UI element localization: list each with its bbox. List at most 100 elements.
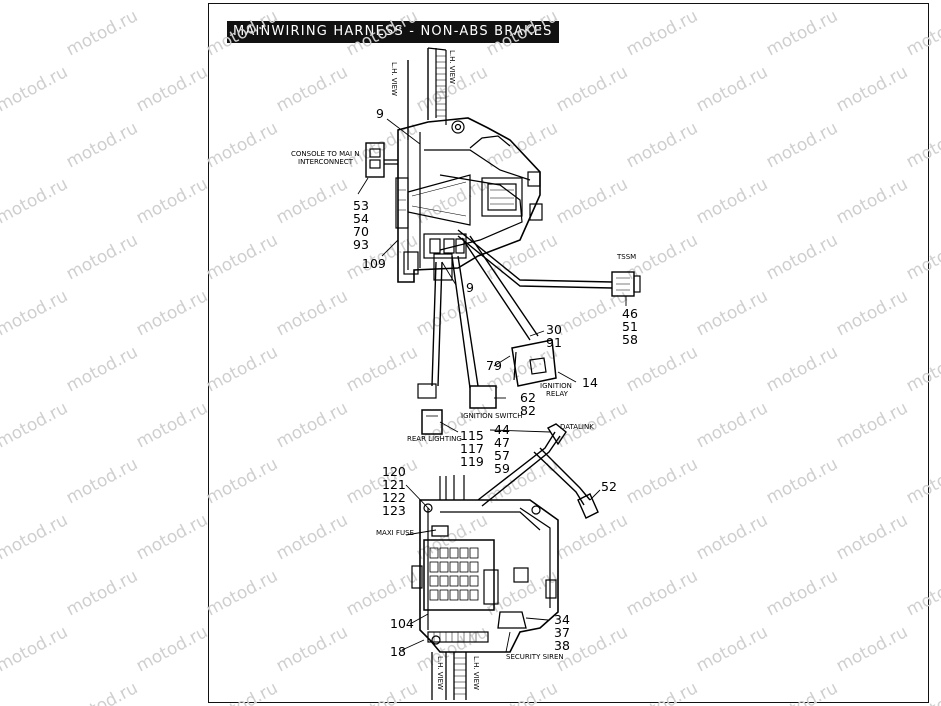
watermark-text: motod.ru	[553, 0, 631, 4]
watermark-text: motod.ru	[693, 510, 771, 564]
watermark-text: motod.ru	[273, 62, 351, 116]
watermark-text: motod.ru	[553, 62, 631, 116]
watermark-text: motod.ru	[133, 62, 211, 116]
watermark-text: motod.ru	[483, 6, 561, 60]
label-maxi-fuse: MAXI FUSE	[376, 529, 414, 537]
watermark-text: motod.ru	[273, 174, 351, 228]
label-frame-tag-bottom-right: L.H. VIEW	[472, 656, 480, 690]
watermark-text: motod.ru	[0, 342, 1, 396]
watermark-text: motod.ru	[623, 118, 701, 172]
watermark-text: motod.ru	[63, 678, 141, 706]
callout-62: 62	[520, 390, 536, 405]
watermark-text: motod.ru	[203, 118, 281, 172]
callout-117: 117	[460, 441, 484, 456]
watermark-text: motod.ru	[133, 622, 211, 676]
watermark-text: motod.ru	[413, 286, 491, 340]
watermark-text: motod.ru	[903, 342, 941, 396]
watermark-text: motod.ru	[273, 286, 351, 340]
label-datalink: DATALINK	[560, 423, 594, 431]
watermark-text: motod.ru	[623, 6, 701, 60]
callout-121: 121	[382, 477, 406, 492]
callout-93: 93	[353, 237, 369, 252]
watermark-text: motod.ru	[763, 230, 841, 284]
watermark-text: motod.ru	[0, 118, 1, 172]
watermark-text: motod.ru	[903, 230, 941, 284]
watermark-text: motod.ru	[63, 118, 141, 172]
watermark-text: motod.ru	[63, 342, 141, 396]
watermark-text: motod.ru	[623, 454, 701, 508]
watermark-text: motod.ru	[0, 286, 71, 340]
callout-58: 58	[622, 332, 638, 347]
callout-51: 51	[622, 319, 638, 334]
label-rear-lighting: REAR LIGHTING	[407, 435, 462, 443]
label-ignition-switch: IGNITION SWITCH	[461, 412, 523, 420]
watermark-text: motod.ru	[0, 62, 71, 116]
watermark-text: motod.ru	[623, 566, 701, 620]
callout-120: 120	[382, 464, 406, 479]
watermark-text: motod.ru	[203, 678, 281, 706]
callout-numbers: 9 53 54 70 93 109 9 46 51 58 30 91 79 14…	[353, 106, 638, 659]
callout-123: 123	[382, 503, 406, 518]
label-ignition-relay-line1: IGNITION	[540, 382, 572, 390]
watermark-text: motod.ru	[0, 510, 71, 564]
callout-53: 53	[353, 198, 369, 213]
callout-122: 122	[382, 490, 406, 505]
watermark-text: motod.ru	[833, 510, 911, 564]
label-ignition-relay-line2: RELAY	[546, 390, 569, 398]
watermark-text: motod.ru	[203, 454, 281, 508]
watermark-text: motod.ru	[0, 566, 1, 620]
callout-104: 104	[390, 616, 414, 631]
watermark-text: motod.ru	[203, 342, 281, 396]
watermark-text: motod.ru	[63, 230, 141, 284]
watermark-text: motod.ru	[903, 678, 941, 706]
watermark-text: motod.ru	[0, 398, 71, 452]
callout-119: 119	[460, 454, 484, 469]
watermark-text: motod.ru	[833, 174, 911, 228]
watermark-text: motod.ru	[693, 286, 771, 340]
watermark-text: motod.ru	[833, 622, 911, 676]
callout-9-bottom: 9	[466, 280, 474, 295]
callout-54: 54	[353, 211, 369, 226]
callout-109: 109	[362, 256, 386, 271]
watermark-text: motod.ru	[833, 398, 911, 452]
callout-82: 82	[520, 403, 536, 418]
watermark-text: motod.ru	[623, 678, 701, 706]
watermark-text: motod.ru	[63, 454, 141, 508]
watermark-text: motod.ru	[693, 174, 771, 228]
watermark-text: motod.ru	[0, 0, 71, 4]
watermark-text: motod.ru	[343, 566, 421, 620]
watermark-text: motod.ru	[0, 174, 71, 228]
label-tssm: TSSM	[616, 253, 636, 261]
watermark-text: motod.ru	[413, 174, 491, 228]
watermark-text: motod.ru	[903, 6, 941, 60]
callout-38: 38	[554, 638, 570, 653]
label-frame-tag-top-right: L.H. VIEW	[448, 50, 456, 84]
callout-91: 91	[546, 335, 562, 350]
callout-57: 57	[494, 448, 510, 463]
watermark-text: motod.ru	[483, 230, 561, 284]
watermark-text: motod.ru	[343, 342, 421, 396]
callout-47: 47	[494, 435, 510, 450]
watermark-text: motod.ru	[273, 398, 351, 452]
callout-9-top: 9	[376, 106, 384, 121]
watermark-text: motod.ru	[0, 6, 1, 60]
callout-59: 59	[494, 461, 510, 476]
watermark-text: motod.ru	[203, 230, 281, 284]
upper-harness-assembly	[365, 47, 641, 435]
watermark-text: motod.ru	[0, 230, 1, 284]
watermark-text: motod.ru	[133, 0, 211, 4]
callout-79: 79	[486, 358, 502, 373]
callout-37: 37	[554, 625, 570, 640]
watermark-text: motod.ru	[483, 118, 561, 172]
watermark-text: motod.ru	[763, 118, 841, 172]
watermark-text: motod.ru	[623, 342, 701, 396]
watermark-text: motod.ru	[203, 6, 281, 60]
watermark-text: motod.ru	[273, 622, 351, 676]
component-labels: CONSOLE TO MAI N INTERCONNECT TSSM IGNIT…	[291, 50, 636, 690]
watermark-text: motod.ru	[903, 566, 941, 620]
watermark-text: motod.ru	[133, 174, 211, 228]
watermark-text: motod.ru	[833, 286, 911, 340]
watermark-text: motod.ru	[833, 62, 911, 116]
watermark-text: motod.ru	[763, 678, 841, 706]
